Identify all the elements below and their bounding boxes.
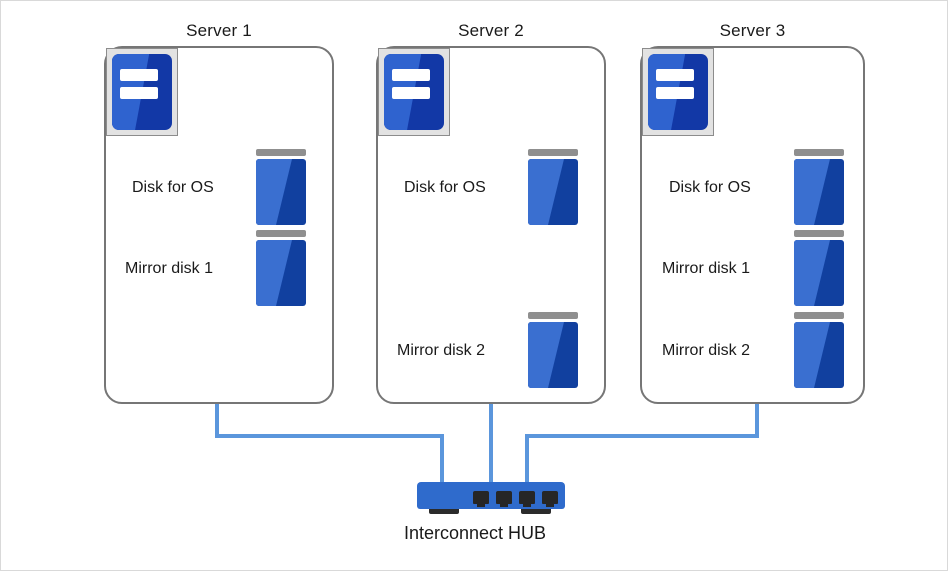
connection-server-2-segment-vertical bbox=[489, 404, 493, 483]
hub-foot-left bbox=[429, 508, 459, 514]
hub-foot-right bbox=[521, 508, 551, 514]
disk-body-icon bbox=[528, 322, 578, 388]
server-3-disk-icon-1 bbox=[794, 230, 844, 306]
server-3-disk-label-0: Disk for OS bbox=[669, 179, 751, 196]
server-icon-bar-bottom bbox=[120, 87, 158, 99]
connection-server-1-segment-vertical-top bbox=[215, 404, 219, 436]
connection-server-1-segment-horizontal bbox=[215, 434, 444, 438]
server-2-server-icon bbox=[378, 48, 450, 136]
server-icon-bar-bottom bbox=[656, 87, 694, 99]
server-1-disk-icon-1 bbox=[256, 230, 306, 306]
connection-server-1-segment-vertical-bottom bbox=[440, 434, 444, 483]
connection-server-3-segment-vertical-top bbox=[755, 404, 759, 438]
server-1-server-icon bbox=[106, 48, 178, 136]
interconnect-hub-label: Interconnect HUB bbox=[403, 523, 547, 543]
server-1-disk-label-1: Mirror disk 1 bbox=[125, 260, 214, 277]
disk-body-icon bbox=[256, 159, 306, 225]
server-icon-bar-top bbox=[120, 69, 158, 81]
server-3-disk-icon-2 bbox=[794, 312, 844, 388]
disk-cap-icon bbox=[794, 312, 844, 319]
hub-port-2 bbox=[496, 491, 512, 507]
hub-port-3 bbox=[519, 491, 535, 507]
server-1-disk-label-0: Disk for OS bbox=[132, 179, 214, 196]
server-icon-bar-top bbox=[656, 69, 694, 81]
disk-cap-icon bbox=[256, 230, 306, 237]
disk-cap-icon bbox=[794, 149, 844, 156]
connection-server-3-segment-vertical-bottom bbox=[525, 434, 529, 483]
server-2-disk-icon-1 bbox=[528, 312, 578, 388]
server-3-server-icon bbox=[642, 48, 714, 136]
server-3-disk-label-2: Mirror disk 2 bbox=[662, 342, 751, 359]
server-icon-bar-bottom bbox=[392, 87, 430, 99]
server-3-disk-icon-0 bbox=[794, 149, 844, 225]
server-2-disk-label-1: Mirror disk 2 bbox=[397, 342, 486, 359]
disk-body-icon bbox=[794, 322, 844, 388]
disk-cap-icon bbox=[528, 312, 578, 319]
server-icon-body bbox=[384, 54, 444, 130]
server-icon-body bbox=[648, 54, 708, 130]
disk-cap-icon bbox=[794, 230, 844, 237]
server-2-disk-label-0: Disk for OS bbox=[404, 179, 486, 196]
server-2-disk-icon-0 bbox=[528, 149, 578, 225]
server-3-disk-label-1: Mirror disk 1 bbox=[662, 260, 751, 277]
disk-body-icon bbox=[794, 159, 844, 225]
server-3-title: Server 3 bbox=[719, 21, 786, 40]
interconnect-hub[interactable] bbox=[417, 482, 565, 514]
server-icon-body bbox=[112, 54, 172, 130]
server-2-title: Server 2 bbox=[458, 21, 524, 40]
disk-cap-icon bbox=[256, 149, 306, 156]
disk-body-icon bbox=[256, 240, 306, 306]
server-icon-bar-top bbox=[392, 69, 430, 81]
hub-port-4 bbox=[542, 491, 558, 507]
server-1-title: Server 1 bbox=[186, 21, 252, 40]
hub-body bbox=[417, 482, 565, 509]
server-1-disk-icon-0 bbox=[256, 149, 306, 225]
disk-body-icon bbox=[794, 240, 844, 306]
disk-body-icon bbox=[528, 159, 578, 225]
disk-cap-icon bbox=[528, 149, 578, 156]
hub-port-1 bbox=[473, 491, 489, 507]
connection-server-3-segment-horizontal bbox=[525, 434, 759, 438]
